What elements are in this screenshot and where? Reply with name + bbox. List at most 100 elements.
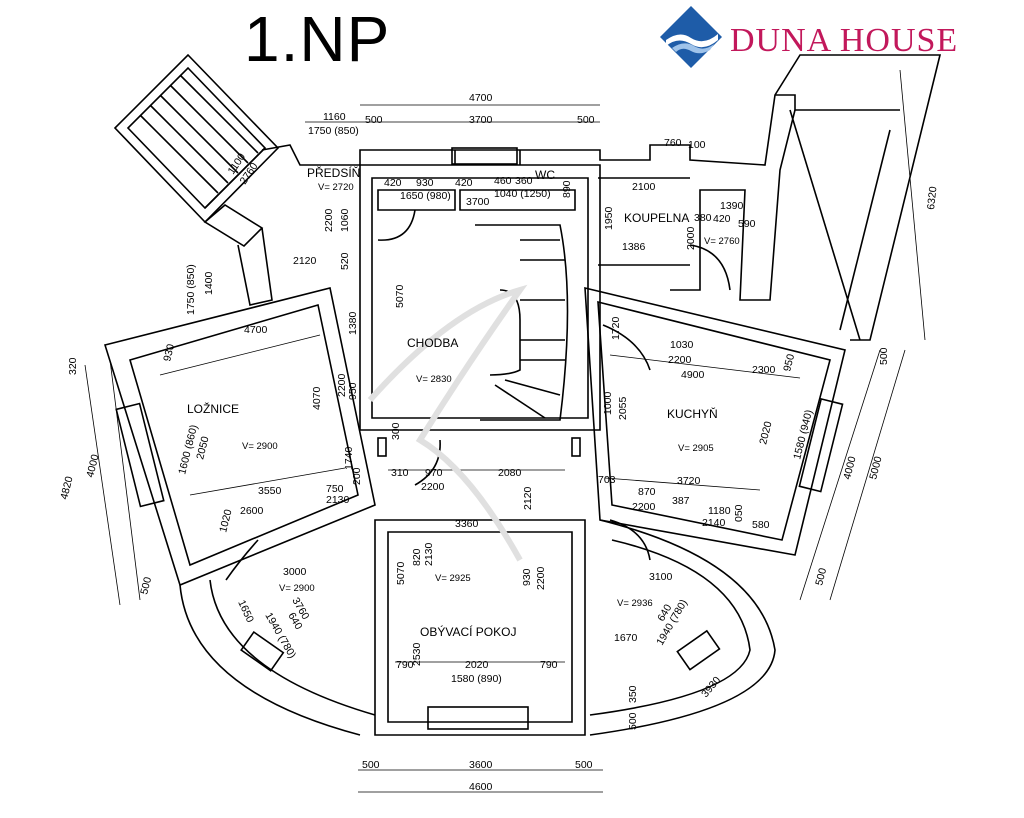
dim-label: 6320 [925, 186, 939, 211]
dim-label: 2200 [421, 481, 445, 493]
room-obyvaci-label: OBÝVACÍ POKOJ [420, 624, 516, 639]
duna-house-logo-icon [660, 6, 722, 68]
dim-label: 500 [878, 347, 890, 365]
dim-label: 3720 [677, 475, 701, 487]
dim-label: 500 [627, 712, 639, 730]
room-loznice-volume: V= 2900 [242, 441, 278, 452]
dim-label: 950 [781, 353, 797, 373]
dim-label: 1580 (890) [451, 673, 502, 685]
dim-label: 4900 [681, 369, 705, 381]
dim-label: 4000 [841, 455, 858, 481]
dim-label: 460 [494, 175, 512, 187]
dim-label: 420 [455, 177, 473, 189]
watermark [367, 284, 528, 562]
dim-label: 2055 [617, 396, 629, 420]
dim-label: 890 [561, 180, 573, 198]
room-kuchyn-volume: V= 2905 [678, 443, 714, 454]
dim-label: 2080 [498, 467, 522, 479]
dim-label: 4600 [469, 781, 493, 793]
dim-label: 320 [67, 357, 79, 375]
dim-label: 1180 [708, 505, 731, 517]
room-koupelna-volume: V= 2760 [704, 236, 740, 247]
floor-title: 1.NP [244, 3, 391, 75]
dim-label: 200 [351, 467, 363, 485]
room-koupelna-label: KOUPELNA [624, 211, 689, 225]
room-loznice-label: LOŽNICE [187, 401, 239, 416]
dim-label: 2300 [752, 364, 776, 376]
dim-label: 380 [694, 212, 712, 224]
room-bottom-right-volume: V= 2936 [617, 598, 653, 609]
dim-label: 2130 [326, 494, 350, 506]
dim-label: 930 [416, 177, 434, 189]
dim-label: 4700 [244, 324, 268, 336]
brand-name: DUNA HOUSE [730, 22, 959, 59]
dim-label: 2200 [336, 373, 348, 397]
dim-label: 1940 (780) [654, 598, 690, 648]
dim-label: 750 [326, 483, 344, 495]
dim-label: 500 [362, 759, 380, 771]
dim-label: 930 [161, 343, 177, 363]
dim-label: 1040 (1250) [494, 188, 551, 200]
dim-label: 3600 [469, 759, 493, 771]
dim-label: 520 [339, 252, 351, 270]
dim-label: 387 [672, 495, 690, 507]
dim-label: 1720 [610, 316, 622, 340]
dim-label: 970 [425, 467, 443, 479]
dim-label: 3360 [455, 518, 479, 530]
dim-label: 2200 [668, 354, 692, 366]
dim-label: 2020 [465, 659, 489, 671]
dimension-lines [84, 69, 926, 793]
dim-label: 500 [365, 114, 383, 126]
dim-label: 1650 [235, 598, 256, 624]
dim-label: 5000 [867, 455, 884, 481]
dim-label: 1380 [347, 311, 359, 335]
dim-label: 3000 [283, 566, 307, 578]
dim-label: 5070 [394, 284, 406, 308]
dimension-labels: 4700 1160 1750 (850) 500 3700 500 420 93… [58, 92, 939, 793]
dim-label: 2600 [240, 505, 264, 517]
dim-label: 3100 [649, 571, 673, 583]
dim-label: 950 [347, 382, 359, 400]
dim-label: 500 [575, 759, 593, 771]
dim-label: 5070 [395, 561, 407, 585]
dim-label: 1386 [622, 241, 646, 253]
dim-label: 590 [738, 218, 756, 230]
dim-label: 1060 [339, 208, 351, 232]
dim-label: 930 [521, 568, 533, 586]
room-chodba-label: CHODBA [407, 336, 458, 350]
dim-label: 1650 (980) [400, 190, 451, 202]
room-predsin-volume: V= 2720 [318, 182, 354, 193]
dim-label: 2100 [632, 181, 656, 193]
dim-label: 4700 [469, 92, 493, 104]
dim-label: 300 [390, 422, 402, 440]
dim-label: 3700 [466, 196, 490, 208]
room-obyvaci-volume: V= 2925 [435, 573, 471, 584]
dim-label: 1670 [614, 632, 638, 644]
room-wc-label: WC [535, 168, 555, 182]
dim-label: 500 [577, 114, 595, 126]
dim-label: 2200 [632, 501, 656, 513]
dim-label: 1030 [670, 339, 694, 351]
dim-label: 790 [540, 659, 558, 671]
room-bottom-left-volume: V= 2900 [279, 583, 315, 594]
dim-label: 4070 [311, 386, 323, 410]
dim-label: 3700 [469, 114, 493, 126]
dim-label: 1020 [217, 508, 234, 534]
dim-label: 1000 [602, 391, 614, 415]
dim-label: 4820 [58, 475, 75, 501]
dim-label: 1160 [323, 111, 346, 123]
dim-label: 100 [688, 139, 706, 151]
dim-label: 050 [733, 504, 745, 522]
dim-label: 420 [713, 213, 731, 225]
dim-label: 1750 (850) [308, 125, 359, 137]
dim-label: 2050 [194, 435, 211, 461]
dim-label: 760 [664, 137, 682, 149]
dim-label: 1390 [720, 200, 744, 212]
dim-label: 1400 [203, 271, 215, 295]
dim-label: 2000 [685, 226, 697, 250]
dim-label: 790 [396, 659, 414, 671]
dim-label: 2120 [293, 255, 317, 267]
dim-label: 350 [627, 685, 639, 703]
dim-label: 360 [515, 175, 533, 187]
room-kuchyn-label: KUCHYŇ [667, 406, 718, 421]
